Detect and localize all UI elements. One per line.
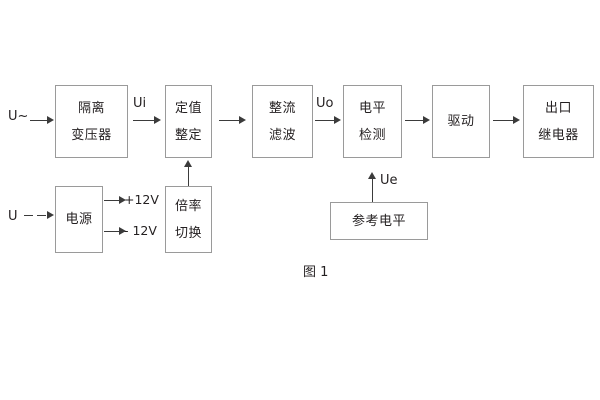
arrow-head (47, 211, 54, 219)
arrow-shaft (133, 120, 155, 122)
arrow-head (239, 116, 246, 124)
arrow-power-supply-negative (104, 227, 126, 236)
arrow-reference-level-to-level-detection (368, 172, 377, 202)
arrow-input-dc-to-power-supply (24, 211, 54, 220)
arrow-shaft (405, 120, 424, 122)
arrow-head (513, 116, 520, 124)
block-setting-value: 定值 整定 (165, 85, 212, 158)
block-line-2: 滤波 (268, 127, 296, 143)
arrow-head (119, 196, 126, 204)
arrow-head (154, 116, 161, 124)
arrow-power-supply-positive (104, 196, 126, 205)
block-line-1: 倍率 (174, 198, 202, 214)
arrow-shaft (315, 120, 335, 122)
supply-label-positive: +12V (124, 192, 159, 207)
arrow-input-ac-to-isolation-transformer (30, 116, 54, 125)
block-reference-level: 参考电平 (330, 202, 428, 240)
arrow-multiplier-switch-to-setting-value (184, 160, 193, 186)
block-multiplier-switch: 倍率 切换 (165, 186, 212, 253)
block-line-1: 隔离 (77, 100, 105, 116)
arrow-shaft (188, 166, 190, 186)
supply-label-negative: - 12V (124, 223, 157, 238)
arrow-head (119, 227, 126, 235)
block-isolation-transformer: 隔离 变压器 (55, 85, 128, 158)
arrow-shaft (372, 178, 374, 202)
arrow-isolation-transformer-to-setting-value (133, 116, 161, 125)
input-label-u-ac: U~ (8, 109, 29, 124)
signal-label-uo: Uo (316, 96, 334, 111)
block-line-2: 检测 (358, 127, 386, 143)
block-drive: 驱动 (432, 85, 490, 158)
arrow-setting-value-to-rectify-filter (219, 116, 246, 125)
block-line-1: 电源 (65, 212, 93, 227)
block-rectify-filter: 整流 滤波 (252, 85, 313, 158)
arrow-shaft (493, 120, 514, 122)
arrow-head (334, 116, 341, 124)
block-line-2: 继电器 (538, 127, 579, 143)
arrow-level-detection-to-drive (405, 116, 430, 125)
input-label-u-dc: U (8, 209, 18, 224)
arrow-dash-2 (37, 215, 46, 217)
block-output-relay: 出口 继电器 (523, 85, 594, 158)
block-line-2: 切换 (174, 225, 202, 241)
block-line-1: 参考电平 (351, 213, 406, 229)
arrow-head (184, 160, 192, 167)
block-line-2: 变压器 (71, 127, 112, 143)
figure-caption: 图 1 (303, 265, 329, 280)
arrow-head (47, 116, 54, 124)
block-line-1: 电平 (358, 100, 386, 116)
arrow-dash-1 (24, 215, 33, 217)
arrow-shaft (104, 231, 120, 233)
block-line-1: 出口 (544, 100, 572, 116)
block-line-1: 定值 (174, 100, 202, 116)
signal-label-ue: Ue (380, 173, 398, 188)
block-level-detection: 电平 检测 (343, 85, 402, 158)
arrow-head (423, 116, 430, 124)
arrow-shaft (104, 200, 120, 202)
arrow-head (368, 172, 376, 179)
block-line-1: 驱动 (447, 114, 475, 129)
signal-label-ui: Ui (133, 96, 147, 111)
arrow-rectify-filter-to-level-detection (315, 116, 341, 125)
block-power-supply: 电源 (55, 186, 103, 253)
block-line-1: 整流 (268, 100, 296, 116)
arrow-drive-to-output-relay (493, 116, 520, 125)
block-line-2: 整定 (174, 127, 202, 143)
arrow-shaft (219, 120, 240, 122)
arrow-shaft (30, 120, 48, 122)
